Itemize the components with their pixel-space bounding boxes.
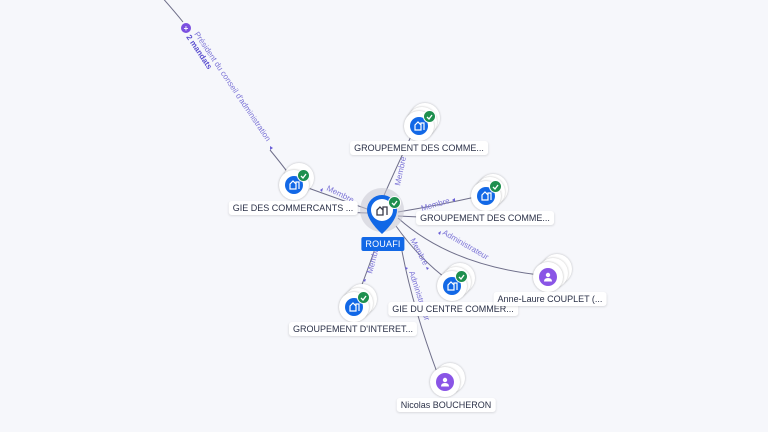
node-label: GROUPEMENT DES COMME... — [416, 211, 554, 225]
node-label: GROUPEMENT DES COMME... — [350, 141, 488, 155]
node-label: Anne-Laure COUPLET (... — [493, 292, 607, 306]
mandates-badge-text: + — [184, 24, 189, 33]
verified-icon — [388, 196, 401, 209]
node-label: Nicolas BOUCHERON — [396, 398, 496, 412]
arrow-icon — [452, 198, 455, 202]
verified-icon — [357, 291, 370, 304]
node-label: GIE DES COMMERCANTS ... — [228, 201, 358, 215]
arrow-icon — [270, 146, 273, 150]
edge-label-admin-n6: Administrateur — [441, 228, 490, 262]
person-icon — [436, 373, 454, 391]
verified-icon — [489, 180, 502, 193]
person-icon — [539, 268, 557, 286]
node-label: GROUPEMENT D'INTERET... — [288, 322, 418, 336]
verified-icon — [423, 110, 436, 123]
mandates-badge[interactable] — [181, 23, 191, 33]
building-icon — [410, 117, 428, 135]
arrow-icon — [363, 279, 366, 282]
center-label: ROUAFI — [361, 237, 405, 251]
edge-label-membre-n4: Membre — [408, 237, 430, 268]
arrow-icon — [438, 231, 441, 235]
arrow-icon — [320, 188, 323, 192]
edge-label-membre-n1: Membre — [393, 155, 408, 186]
edge-label-president: Président du conseil d'administration — [192, 30, 272, 143]
verified-icon — [297, 169, 310, 182]
arrow-icon — [426, 267, 429, 270]
arrow-icon — [405, 267, 408, 270]
verified-icon — [455, 270, 468, 283]
edge-president — [163, 0, 184, 23]
node-label: GIE DU CENTRE COMMER... — [388, 302, 518, 316]
edge-n6 — [397, 217, 541, 276]
